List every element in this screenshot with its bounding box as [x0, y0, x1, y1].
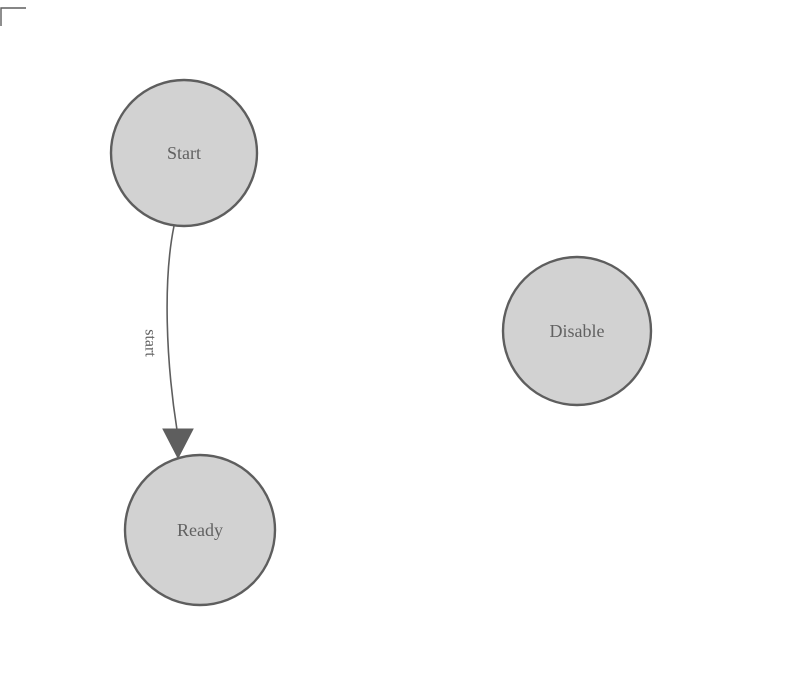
node-ready[interactable]: Ready — [123, 453, 277, 607]
node-disable-circle[interactable] — [501, 255, 653, 407]
node-ready-circle[interactable] — [123, 453, 277, 607]
node-start-label: Start — [167, 143, 201, 163]
edge-arrowhead-icon — [162, 428, 194, 460]
corner-bracket-mark — [0, 7, 26, 26]
node-start[interactable]: Start — [109, 78, 259, 228]
node-disable[interactable]: Disable — [501, 255, 653, 407]
edge-start-to-ready[interactable]: start — [142, 225, 194, 460]
node-disable-label: Disable — [550, 321, 605, 341]
edge-label-start: start — [142, 329, 159, 357]
node-ready-label: Ready — [177, 520, 223, 540]
edge-line — [166, 225, 178, 431]
node-start-circle[interactable] — [109, 78, 259, 228]
